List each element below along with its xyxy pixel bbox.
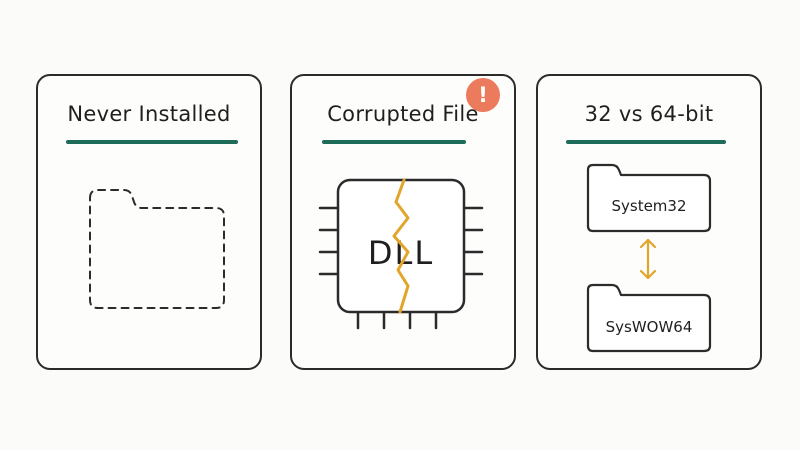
- title-underline: [566, 140, 726, 144]
- double-arrow-icon: [639, 238, 657, 280]
- card-title: Corrupted File: [327, 102, 479, 126]
- card-32-vs-64-bit: 32 vs 64-bit System32 SysWOW64: [536, 74, 762, 370]
- folder-label-syswow64: SysWOW64: [606, 318, 693, 336]
- card-title: Never Installed: [67, 102, 231, 126]
- dll-chip-icon: DLL: [318, 178, 484, 330]
- dashed-folder-icon: [89, 189, 225, 309]
- card-title: 32 vs 64-bit: [584, 102, 714, 126]
- card-corrupted-file: Corrupted File D: [290, 74, 516, 370]
- card-never-installed: Never Installed: [36, 74, 262, 370]
- title-underline: [66, 140, 238, 144]
- folder-label-system32: System32: [611, 197, 686, 215]
- folder-icon: SysWOW64: [586, 283, 712, 353]
- folder-icon: System32: [586, 163, 712, 233]
- title-underline: [322, 140, 466, 144]
- warning-icon: !: [466, 78, 500, 112]
